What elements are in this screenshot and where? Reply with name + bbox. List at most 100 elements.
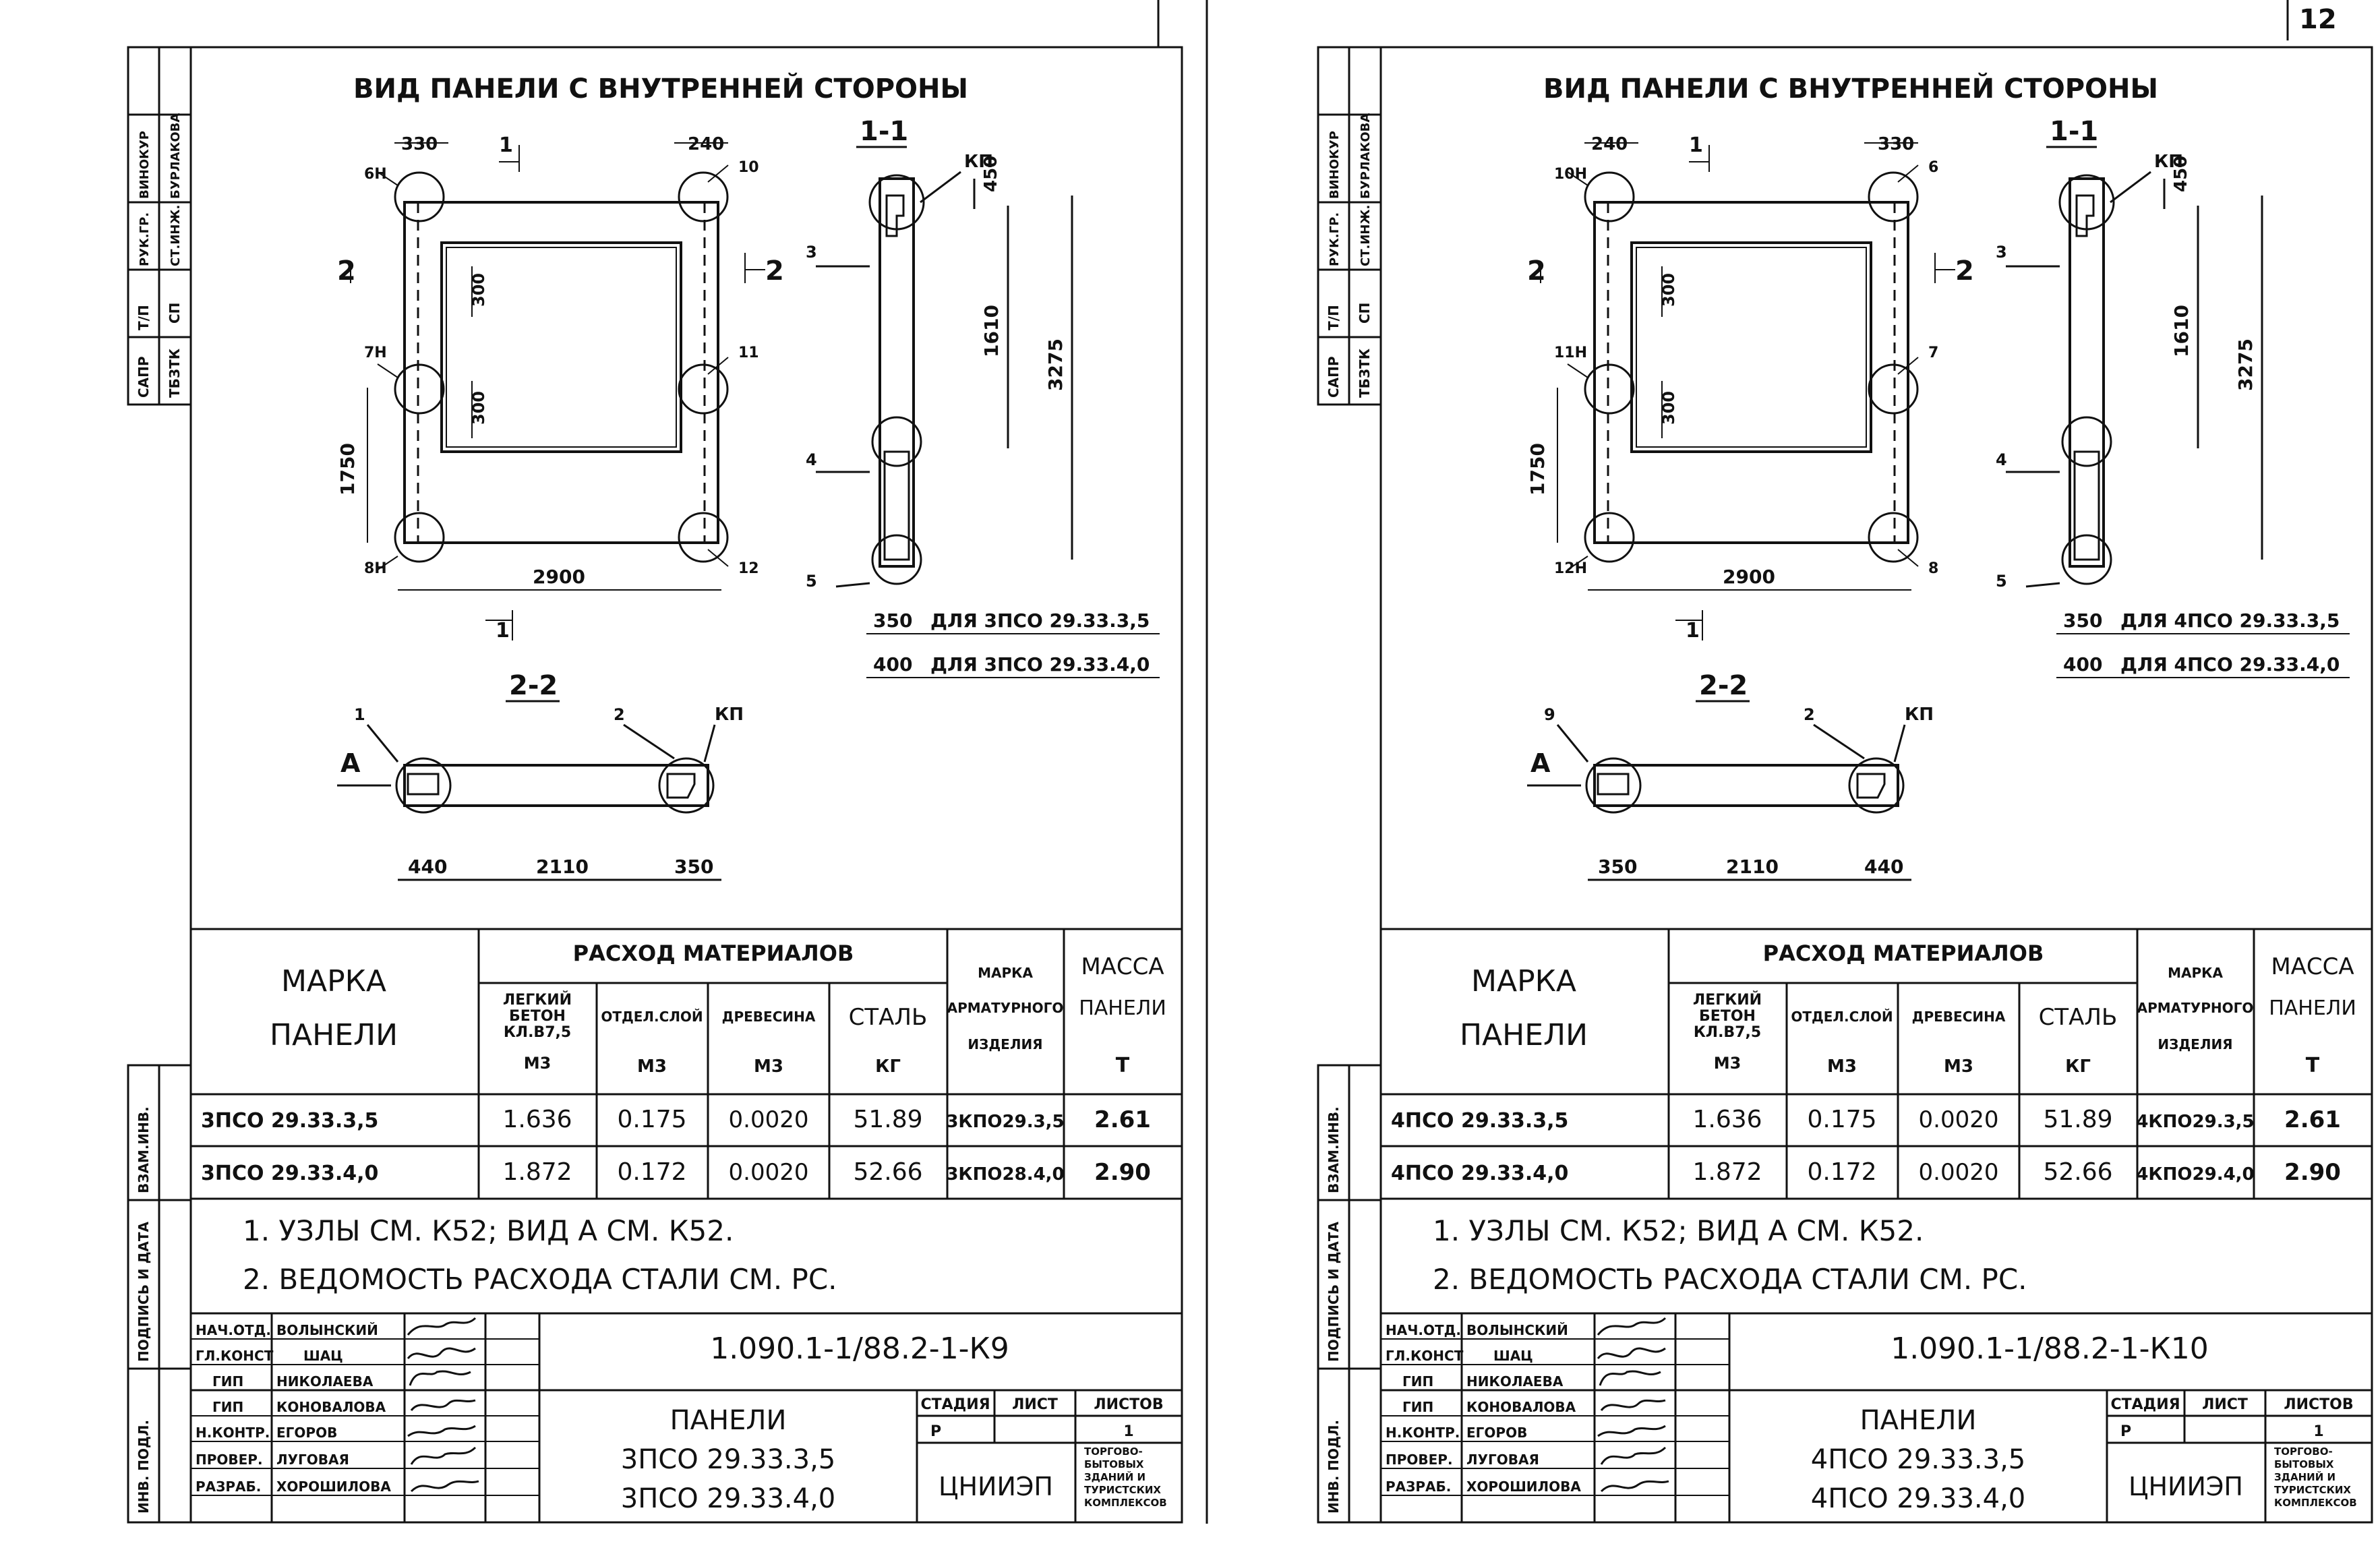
svg-text:ПОДПИСЬ И ДАТА: ПОДПИСЬ И ДАТА bbox=[136, 1221, 152, 1362]
staff-role: ГИП bbox=[212, 1373, 243, 1390]
col-mass-2: ПАНЕЛИ bbox=[1079, 996, 1166, 1020]
staff-role: НАЧ.ОТД. bbox=[1386, 1322, 1461, 1338]
col-steel-unit: КГ bbox=[875, 1056, 901, 1077]
staff-role: Н.КОНТР. bbox=[1386, 1425, 1460, 1441]
svg-text:БУРЛАКОВА: БУРЛАКОВА bbox=[169, 113, 183, 199]
table-row: 4ПСО 29.33.3,5 1.636 0.175 0.0020 51.89 … bbox=[1391, 1106, 2341, 1133]
row-steel: 52.66 bbox=[853, 1158, 922, 1186]
svg-text:ТБЗТК: ТБЗТК bbox=[167, 348, 183, 398]
sheet-frame bbox=[189, 46, 1183, 1524]
col-steel: СТАЛЬ bbox=[849, 1004, 928, 1031]
sec-node-5: 5 bbox=[806, 572, 817, 591]
svg-text:ВЗАМ.ИНВ.: ВЗАМ.ИНВ. bbox=[1326, 1106, 1342, 1193]
stage-label: СТАДИЯ bbox=[920, 1396, 990, 1413]
sec-node-4: 4 bbox=[806, 450, 817, 469]
node-circles bbox=[394, 171, 729, 563]
section-11-title: 1-1 bbox=[860, 116, 908, 147]
col-concrete-3: КЛ.В7,5 bbox=[504, 1024, 571, 1041]
dimension-lines bbox=[350, 142, 765, 640]
col-rebar-2: АРМАТУРНОГО bbox=[947, 1000, 1064, 1016]
col-rebar-3: ИЗДЕЛИЯ bbox=[968, 1036, 1042, 1052]
node-ml-label: 7Н bbox=[364, 345, 387, 361]
dim-height: 1750 bbox=[336, 443, 359, 496]
materials-table-grid bbox=[191, 928, 1182, 1200]
col-wood: ДРЕВЕСИНА bbox=[1912, 1009, 2006, 1025]
svg-text:СП: СП bbox=[1357, 303, 1373, 324]
staff-name: ЕГОРОВ bbox=[1466, 1425, 1527, 1441]
staff-name: ЕГОРОВ bbox=[276, 1425, 337, 1441]
note-2: 2. ВЕДОМОСТЬ РАСХОДА СТАЛИ СМ. РС. bbox=[243, 1263, 837, 1296]
page-number: 12 bbox=[2299, 4, 2337, 35]
note-2: 2. ВЕДОМОСТЬ РАСХОДА СТАЛИ СМ. РС. bbox=[1433, 1263, 2027, 1296]
table-row: 4ПСО 29.33.4,0 1.872 0.172 0.0020 52.66 … bbox=[1391, 1158, 2341, 1186]
staff-role: Н.КОНТР. bbox=[196, 1425, 270, 1441]
col-mass-unit: Т bbox=[2306, 1054, 2320, 1077]
row-rebar: 4КПО29.4,0 bbox=[2136, 1164, 2254, 1185]
sheets-count: 1 bbox=[1123, 1423, 1133, 1440]
row-insul: 0.175 bbox=[1807, 1106, 1876, 1133]
svg-text:ВИНОКУР: ВИНОКУР bbox=[138, 131, 152, 199]
panel-outline bbox=[1593, 201, 1909, 544]
row-rebar: 3КПО29.3,5 bbox=[946, 1112, 1064, 1132]
dim-450: 450 bbox=[981, 156, 1001, 192]
svg-text:ПОДПИСЬ И ДАТА: ПОДПИСЬ И ДАТА bbox=[1326, 1221, 1342, 1362]
col-mass-1: МАССА bbox=[1081, 953, 1164, 980]
org-name: ЦНИИЭП bbox=[2129, 1472, 2243, 1501]
staff-name: ЛУГОВАЯ bbox=[276, 1452, 349, 1468]
dim-width: 2900 bbox=[533, 566, 585, 588]
org-desc-4: ТУРИСТСКИХ bbox=[1084, 1484, 1161, 1496]
name-line-1: ПАНЕЛИ bbox=[1860, 1405, 1977, 1436]
mark-header-1: МАРКА bbox=[281, 964, 386, 998]
staff-name: ШАЦ bbox=[303, 1348, 343, 1364]
row-wood: 0.0020 bbox=[729, 1159, 809, 1186]
node-ml-label: 11Н bbox=[1554, 345, 1587, 361]
kp-label: КП bbox=[2154, 152, 2183, 172]
row-mass: 2.61 bbox=[1094, 1106, 1151, 1133]
table-row: 3ПСО 29.33.3,5 1.636 0.175 0.0020 51.89 … bbox=[201, 1106, 1151, 1133]
doc-code: 1.090.1-1/88.2-1-К9 bbox=[710, 1332, 1009, 1366]
svg-text:ИНВ. ПОДЛ.: ИНВ. ПОДЛ. bbox=[136, 1420, 152, 1514]
mark-header-1: МАРКА bbox=[1471, 964, 1576, 998]
section-22-title: 2-2 bbox=[1699, 670, 1748, 701]
s22-kp: КП bbox=[715, 705, 744, 725]
node-bl-label: 8Н bbox=[364, 560, 387, 577]
note-400: ДЛЯ 4ПСО 29.33.4,0 bbox=[2120, 653, 2340, 676]
col-steel: СТАЛЬ bbox=[2039, 1004, 2118, 1031]
row-mark: 3ПСО 29.33.3,5 bbox=[201, 1109, 378, 1133]
svg-text:ИНВ. ПОДЛ.: ИНВ. ПОДЛ. bbox=[1326, 1420, 1342, 1514]
org-desc-3: ЗДАНИЙ И bbox=[1084, 1470, 1146, 1483]
mark-header-2: ПАНЕЛИ bbox=[270, 1018, 398, 1052]
row-concrete: 1.872 bbox=[502, 1158, 572, 1186]
dim-width: 2900 bbox=[1723, 566, 1775, 588]
staff-role: ГЛ.КОНСТ bbox=[196, 1348, 274, 1364]
org-desc-1: ТОРГОВО- bbox=[1084, 1445, 1143, 1458]
dim-1610: 1610 bbox=[980, 305, 1003, 357]
svg-text:РУК.ГР.: РУК.ГР. bbox=[1328, 212, 1342, 266]
dim-350: 350 bbox=[2063, 609, 2102, 632]
name-line-3: 4ПСО 29.33.4,0 bbox=[1811, 1483, 2026, 1514]
svg-text:БУРЛАКОВА: БУРЛАКОВА bbox=[1359, 113, 1373, 199]
materials-header: РАСХОД МАТЕРИАЛОВ bbox=[573, 941, 854, 966]
name-line-3: 3ПСО 29.33.4,0 bbox=[621, 1483, 836, 1514]
col-mass-unit: Т bbox=[1116, 1054, 1130, 1077]
row-mark: 4ПСО 29.33.3,5 bbox=[1391, 1109, 1568, 1133]
dim-top-left: 330 bbox=[401, 134, 438, 154]
view-title: ВИД ПАНЕЛИ С ВНУТРЕННЕЙ СТОРОНЫ bbox=[353, 72, 968, 105]
row-concrete: 1.636 bbox=[502, 1106, 572, 1133]
sheet-label: ЛИСТ bbox=[1012, 1396, 1058, 1413]
stage-label: СТАДИЯ bbox=[2110, 1396, 2180, 1413]
staff-role: ГИП bbox=[1402, 1399, 1433, 1415]
note-1: 1. УЗЛЫ СМ. К52; ВИД А СМ. К52. bbox=[243, 1214, 734, 1247]
view-title: ВИД ПАНЕЛИ С ВНУТРЕННЕЙ СТОРОНЫ bbox=[1543, 72, 2158, 105]
staff-name: НИКОЛАЕВА bbox=[1466, 1373, 1564, 1390]
row-insul: 0.172 bbox=[1807, 1158, 1876, 1186]
s22-dim-b: 2110 bbox=[536, 856, 589, 878]
col-rebar-3: ИЗДЕЛИЯ bbox=[2158, 1036, 2232, 1052]
node-tl-label: 10Н bbox=[1554, 166, 1587, 183]
svg-text:ВЗАМ.ИНВ.: ВЗАМ.ИНВ. bbox=[136, 1106, 152, 1193]
node-tr-label: 6 bbox=[1928, 159, 1938, 176]
org-desc-5: КОМПЛЕКСОВ bbox=[2274, 1497, 2357, 1509]
doc-code: 1.090.1-1/88.2-1-К10 bbox=[1891, 1332, 2209, 1366]
dim-inner-bot: 300 bbox=[1659, 391, 1678, 425]
